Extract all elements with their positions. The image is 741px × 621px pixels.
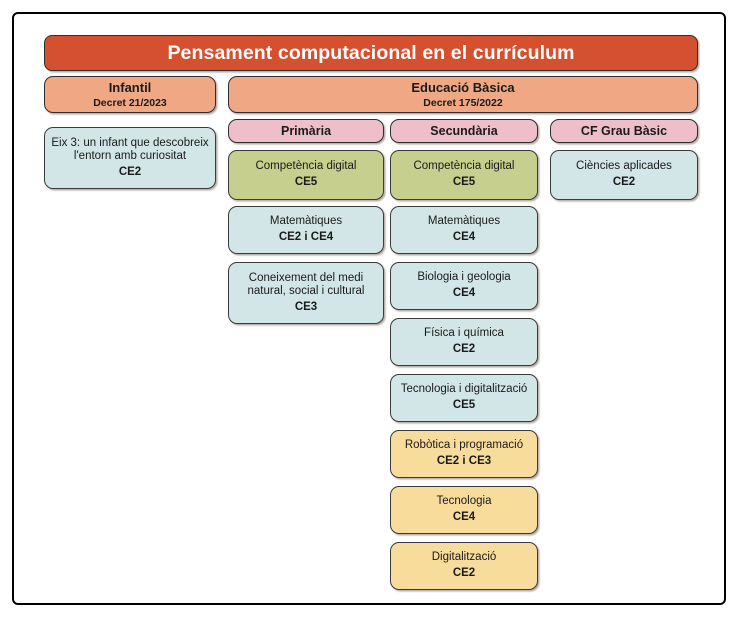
card-text: Física i química <box>424 327 504 340</box>
card-text: Matemàtiques <box>269 215 343 228</box>
card-text: Eix 3: un infant que descobreix l'entorn… <box>51 136 209 163</box>
card-primaria-coneixement-del-medi: Coneixement del medi natural, social i c… <box>228 262 384 324</box>
card-competence: CE2 <box>118 165 142 178</box>
card-competence: CE2 <box>452 343 476 355</box>
card-text: Tecnologia <box>436 495 492 508</box>
card-secundaria-fisica-quimica: Física i química CE2 <box>390 318 538 366</box>
card-primaria-matematiques: Matemàtiques CE2 i CE4 <box>228 206 384 254</box>
diagram-frame: Pensament computacional en el currículum… <box>12 12 726 605</box>
card-infantil-eix3: Eix 3: un infant que descobreix l'entorn… <box>44 127 216 189</box>
card-secundaria-tecnologia: Tecnologia CE4 <box>390 486 538 534</box>
stage-name-infantil: Infantil <box>108 79 152 95</box>
page-title: Pensament computacional en el currículum <box>167 41 575 64</box>
stage-decree-educacio-basica: Decret 175/2022 <box>423 96 503 109</box>
card-primaria-competencia-digital: Competència digital CE5 <box>228 150 384 200</box>
card-secundaria-digitalitzacio: Digitalització CE2 <box>390 542 538 590</box>
card-secundaria-matematiques: Matemàtiques CE4 <box>390 206 538 254</box>
card-text: Matemàtiques <box>427 215 501 228</box>
diagram-title-banner: Pensament computacional en el currículum <box>44 35 698 71</box>
level-header-primaria: Primària <box>228 119 384 143</box>
card-text: Competència digital <box>255 160 357 173</box>
card-text: Tecnologia i digitalització <box>400 383 528 396</box>
stage-header-educacio-basica: Educació Bàsica Decret 175/2022 <box>228 76 698 113</box>
level-label-primaria: Primària <box>280 123 332 138</box>
card-secundaria-biologia-geologia: Biologia i geologia CE4 <box>390 262 538 310</box>
card-secundaria-tecnologia-digitalitzacio: Tecnologia i digitalització CE5 <box>390 374 538 422</box>
level-label-cf-grau-basic: CF Grau Bàsic <box>580 123 668 138</box>
card-competence: CE2 i CE4 <box>278 231 334 243</box>
card-cfgb-ciencies-aplicades: Ciències aplicades CE2 <box>550 150 698 200</box>
card-competence: CE2 <box>612 176 636 188</box>
card-text: Digitalització <box>431 551 497 564</box>
card-text: Biologia i geologia <box>417 271 511 284</box>
card-competence: CE4 <box>452 511 476 523</box>
card-competence: CE5 <box>452 176 476 188</box>
card-text: Competència digital <box>413 160 515 173</box>
card-text: Coneixement del medi natural, social i c… <box>247 271 365 298</box>
card-secundaria-robotica-programacio: Robòtica i programació CE2 i CE3 <box>390 430 538 478</box>
level-header-secundaria: Secundària <box>390 119 538 143</box>
card-competence: CE4 <box>452 231 476 243</box>
level-header-cf-grau-basic: CF Grau Bàsic <box>550 119 698 143</box>
card-competence: CE4 <box>452 287 476 299</box>
card-competence: CE5 <box>452 399 476 411</box>
level-label-secundaria: Secundària <box>430 123 498 138</box>
card-competence: CE5 <box>294 176 318 188</box>
card-competence: CE2 i CE3 <box>436 455 492 467</box>
stage-header-infantil: Infantil Decret 21/2023 <box>44 76 216 113</box>
card-competence: CE2 <box>452 567 476 579</box>
card-text: Robòtica i programació <box>404 439 524 452</box>
card-competence: CE3 <box>294 300 318 313</box>
card-secundaria-competencia-digital: Competència digital CE5 <box>390 150 538 200</box>
stage-name-educacio-basica: Educació Bàsica <box>411 79 515 95</box>
card-text: Ciències aplicades <box>576 160 672 173</box>
stage-decree-infantil: Decret 21/2023 <box>93 96 167 109</box>
